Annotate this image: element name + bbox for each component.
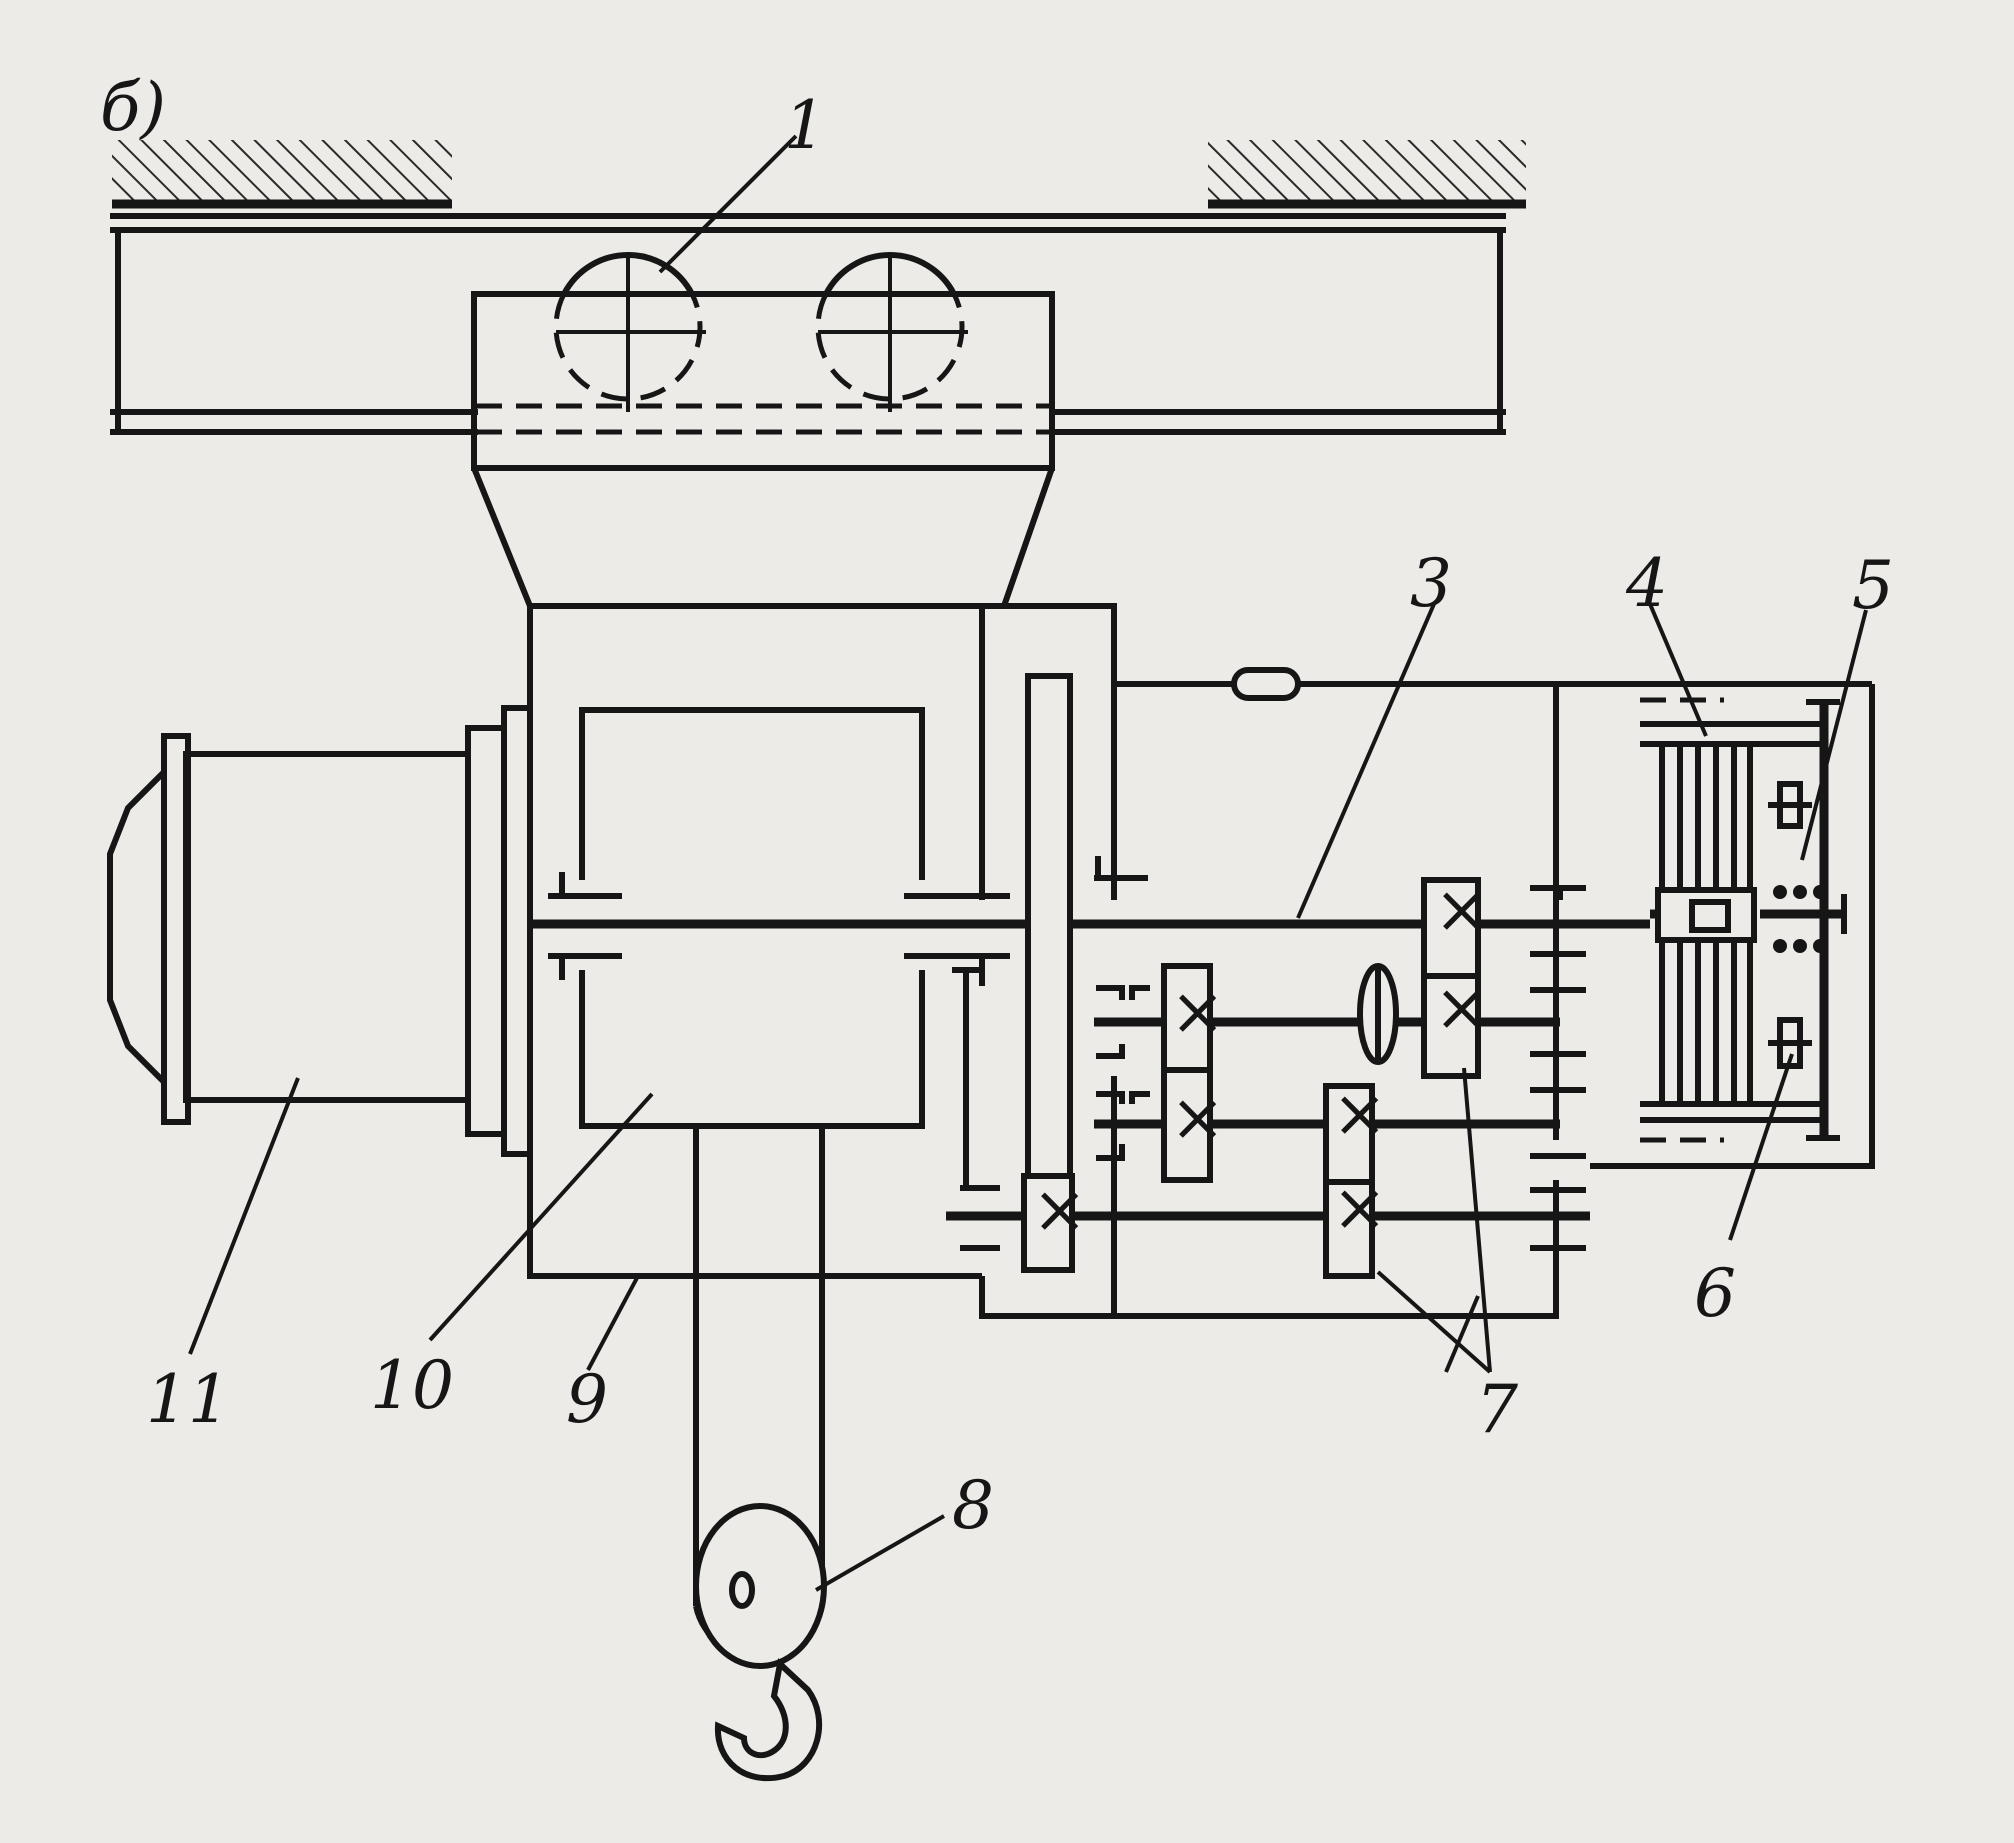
ceiling-support-right [1208,140,1526,209]
callout-1: 1 [784,87,826,164]
gear-pair-a: × × [1161,963,1225,1183]
bearings-right [1530,885,1586,1251]
svg-text:×: × [1170,1079,1225,1156]
panel-letter: б) [100,69,166,146]
callout-6: 6 [1694,1255,1736,1332]
callout-8: 8 [952,1467,994,1544]
i-beam-track [110,213,1506,435]
callout-5: 5 [1852,547,1894,624]
svg-text:×: × [1434,871,1489,948]
trolley-carriage [471,291,1055,609]
callout-11: 11 [146,1361,230,1438]
svg-text:×: × [1332,1169,1387,1246]
trolley-wheel-left [553,252,706,412]
callout-7: 7 [1476,1371,1518,1448]
callout-9: 9 [566,1361,608,1438]
gear-pair-b: × × [1323,1075,1387,1279]
callout-10: 10 [370,1347,454,1424]
svg-text:×: × [1032,1171,1087,1248]
shaft-clutch [1357,963,1399,1065]
gear-pair-c: × × [1421,871,1489,1079]
control-rod [1114,667,1875,1169]
electric-motor [107,705,533,1157]
brake-electromagnet-5 [1760,781,1847,953]
rope-and-hook [693,1126,827,1782]
svg-text:×: × [1332,1075,1387,1152]
callout-4: 4 [1625,545,1668,622]
svg-text:×: × [1170,973,1225,1050]
coupling-center [1094,856,1148,881]
ceiling-support-left [112,140,452,209]
gear-drum-pinion: × [1021,1171,1087,1273]
coupling-drum-left [548,872,622,980]
disc-brake [1640,697,1840,1143]
bearings-left [952,967,1150,1251]
leader-lines [188,134,1868,1592]
svg-text:×: × [1434,969,1489,1046]
rope-drum [579,707,925,1129]
main-shaft [530,909,1716,929]
callout-3: 3 [1410,545,1452,622]
trolley-wheel-right [815,252,968,412]
